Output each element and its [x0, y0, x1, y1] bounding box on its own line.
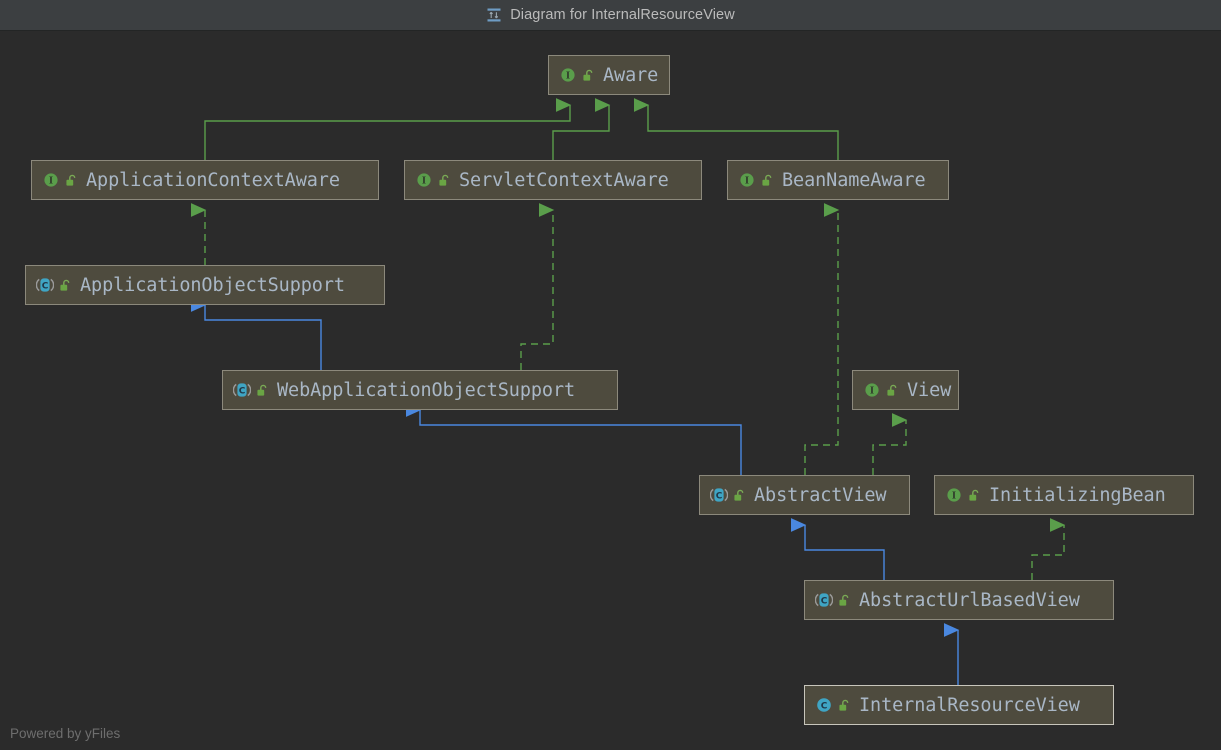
- abstract-class-icon: C: [36, 276, 54, 294]
- class-node-Aware[interactable]: I Aware: [548, 55, 670, 95]
- edge-WebApplicationObjectSupport-to-ServletContextAware: [520, 203, 555, 370]
- public-unlocked-icon: [64, 173, 79, 188]
- node-label: View: [907, 379, 952, 401]
- abstract-class-icon: C: [233, 381, 251, 399]
- abstract-class-icon: C: [710, 486, 728, 504]
- node-label: ApplicationObjectSupport: [80, 274, 345, 296]
- interface-icon: I: [42, 171, 60, 189]
- class-node-InternalResourceView[interactable]: C InternalResourceView: [804, 685, 1114, 725]
- node-icon-group: C: [233, 381, 270, 399]
- public-unlocked-icon: [437, 173, 452, 188]
- public-unlocked-icon: [255, 383, 270, 398]
- window-title: Diagram for InternalResourceView: [510, 7, 735, 23]
- node-label: AbstractUrlBasedView: [859, 589, 1080, 611]
- node-label: ApplicationContextAware: [86, 169, 340, 191]
- svg-text:C: C: [716, 491, 723, 501]
- interface-icon: I: [945, 486, 963, 504]
- edge-ServletContextAware-to-Aware: [552, 98, 611, 160]
- public-unlocked-icon: [581, 68, 596, 83]
- edge-AbstractUrlBasedView-to-InitializingBean: [1031, 518, 1066, 580]
- interface-icon: I: [738, 171, 756, 189]
- node-icon-group: I: [559, 66, 596, 84]
- svg-text:C: C: [239, 386, 246, 396]
- class-node-ApplicationContextAware[interactable]: I ApplicationContextAware: [31, 160, 379, 200]
- public-unlocked-icon: [885, 383, 900, 398]
- class-node-WebApplicationObjectSupport[interactable]: C WebApplicationObjectSupport: [222, 370, 618, 410]
- class-node-AbstractView[interactable]: C AbstractView: [699, 475, 910, 515]
- class-node-AbstractUrlBasedView[interactable]: C AbstractUrlBasedView: [804, 580, 1114, 620]
- svg-text:C: C: [821, 596, 828, 606]
- svg-text:I: I: [870, 386, 874, 396]
- edge-AbstractView-to-WebApplicationObjectSupport: [405, 403, 742, 475]
- edge-WebApplicationObjectSupport-to-ApplicationObjectSupport: [190, 298, 322, 370]
- node-label: Aware: [603, 64, 659, 86]
- node-label: AbstractView: [754, 484, 887, 506]
- node-icon-group: I: [415, 171, 452, 189]
- class-node-InitializingBean[interactable]: I InitializingBean: [934, 475, 1194, 515]
- public-unlocked-icon: [967, 488, 982, 503]
- node-label: ServletContextAware: [459, 169, 669, 191]
- edge-AbstractView-to-BeanNameAware: [804, 203, 840, 475]
- node-icon-group: I: [738, 171, 775, 189]
- public-unlocked-icon: [837, 698, 852, 713]
- class-node-BeanNameAware[interactable]: I BeanNameAware: [727, 160, 949, 200]
- node-label: BeanNameAware: [782, 169, 926, 191]
- edge-AbstractUrlBasedView-to-AbstractView: [790, 518, 885, 580]
- node-icon-group: I: [42, 171, 79, 189]
- svg-text:C: C: [821, 701, 828, 711]
- class-node-View[interactable]: I View: [852, 370, 959, 410]
- svg-text:I: I: [422, 176, 426, 186]
- svg-text:I: I: [49, 176, 53, 186]
- node-label: WebApplicationObjectSupport: [277, 379, 576, 401]
- window-titlebar: Diagram for InternalResourceView: [0, 0, 1221, 31]
- node-icon-group: I: [863, 381, 900, 399]
- public-unlocked-icon: [837, 593, 852, 608]
- public-unlocked-icon: [732, 488, 747, 503]
- class-diagram-icon: [486, 7, 502, 23]
- node-icon-group: C: [815, 591, 852, 609]
- interface-icon: I: [863, 381, 881, 399]
- public-unlocked-icon: [760, 173, 775, 188]
- class-node-ApplicationObjectSupport[interactable]: C ApplicationObjectSupport: [25, 265, 385, 305]
- node-icon-group: C: [710, 486, 747, 504]
- node-icon-group: I: [945, 486, 982, 504]
- svg-text:I: I: [952, 491, 956, 501]
- node-icon-group: C: [815, 696, 852, 714]
- edge-layer: [190, 98, 1066, 685]
- svg-text:C: C: [42, 281, 49, 291]
- svg-text:I: I: [566, 71, 570, 81]
- edge-ApplicationContextAware-to-Aware: [204, 98, 572, 160]
- class-node-ServletContextAware[interactable]: I ServletContextAware: [404, 160, 702, 200]
- svg-text:I: I: [745, 176, 749, 186]
- yfiles-watermark: Powered by yFiles: [10, 726, 121, 741]
- interface-icon: I: [415, 171, 433, 189]
- interface-icon: I: [559, 66, 577, 84]
- node-label: InternalResourceView: [859, 694, 1080, 716]
- class-icon: C: [815, 696, 833, 714]
- public-unlocked-icon: [58, 278, 73, 293]
- edge-AbstractView-to-View: [872, 413, 908, 475]
- node-icon-group: C: [36, 276, 73, 294]
- edge-BeanNameAware-to-Aware: [633, 98, 839, 160]
- abstract-class-icon: C: [815, 591, 833, 609]
- node-label: InitializingBean: [989, 484, 1166, 506]
